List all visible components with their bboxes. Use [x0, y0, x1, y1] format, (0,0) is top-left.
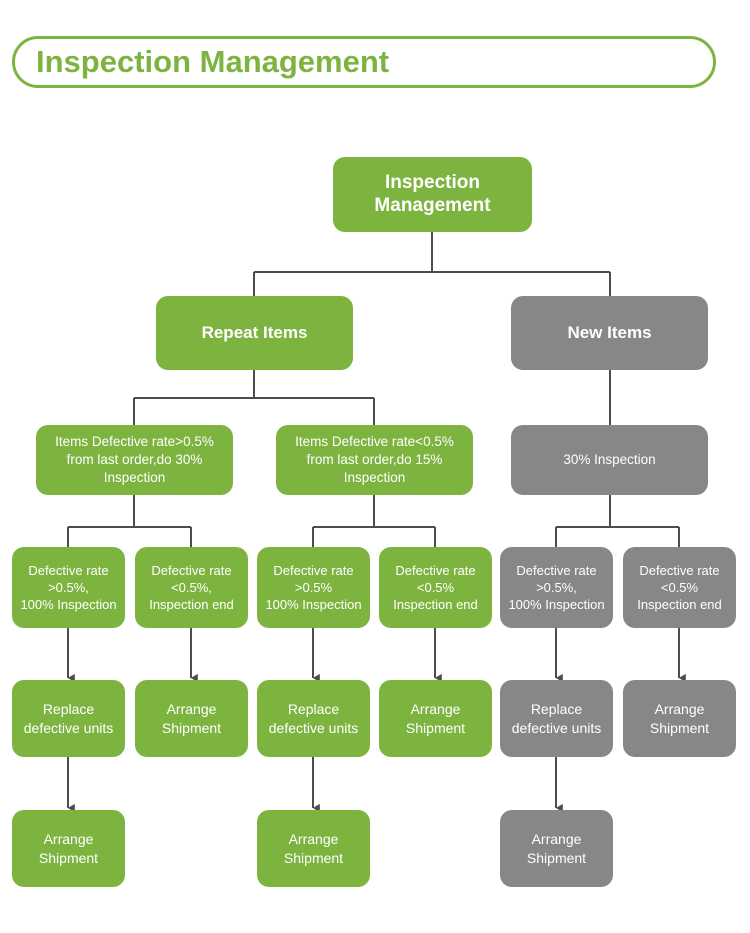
node-l5-3[interactable]: Replace defective units [257, 680, 370, 757]
node-l5-5[interactable]: Replace defective units [500, 680, 613, 757]
node-l5-6[interactable]: Arrange Shipment [623, 680, 736, 757]
node-root[interactable]: Inspection Management [333, 157, 532, 232]
page-title: Inspection Management [36, 44, 390, 79]
node-repeat-high-defect[interactable]: Items Defective rate>0.5% from last orde… [36, 425, 233, 495]
node-l4-2[interactable]: Defective rate <0.5%, Inspection end [135, 547, 248, 628]
node-l5-2[interactable]: Arrange Shipment [135, 680, 248, 757]
node-l4-1[interactable]: Defective rate >0.5%, 100% Inspection [12, 547, 125, 628]
node-l4-6[interactable]: Defective rate <0.5% Inspection end [623, 547, 736, 628]
node-repeat-low-defect[interactable]: Items Defective rate<0.5% from last orde… [276, 425, 473, 495]
node-l4-5[interactable]: Defective rate >0.5%, 100% Inspection [500, 547, 613, 628]
node-new-items[interactable]: New Items [511, 296, 708, 370]
node-l5-1[interactable]: Replace defective units [12, 680, 125, 757]
node-l6-2[interactable]: Arrange Shipment [257, 810, 370, 887]
node-l5-4[interactable]: Arrange Shipment [379, 680, 492, 757]
node-l4-4[interactable]: Defective rate <0.5% Inspection end [379, 547, 492, 628]
node-repeat-items[interactable]: Repeat Items [156, 296, 353, 370]
node-l6-1[interactable]: Arrange Shipment [12, 810, 125, 887]
header-pill [12, 36, 716, 88]
node-l6-3[interactable]: Arrange Shipment [500, 810, 613, 887]
node-l4-3[interactable]: Defective rate >0.5% 100% Inspection [257, 547, 370, 628]
node-new-items-inspection[interactable]: 30% Inspection [511, 425, 708, 495]
